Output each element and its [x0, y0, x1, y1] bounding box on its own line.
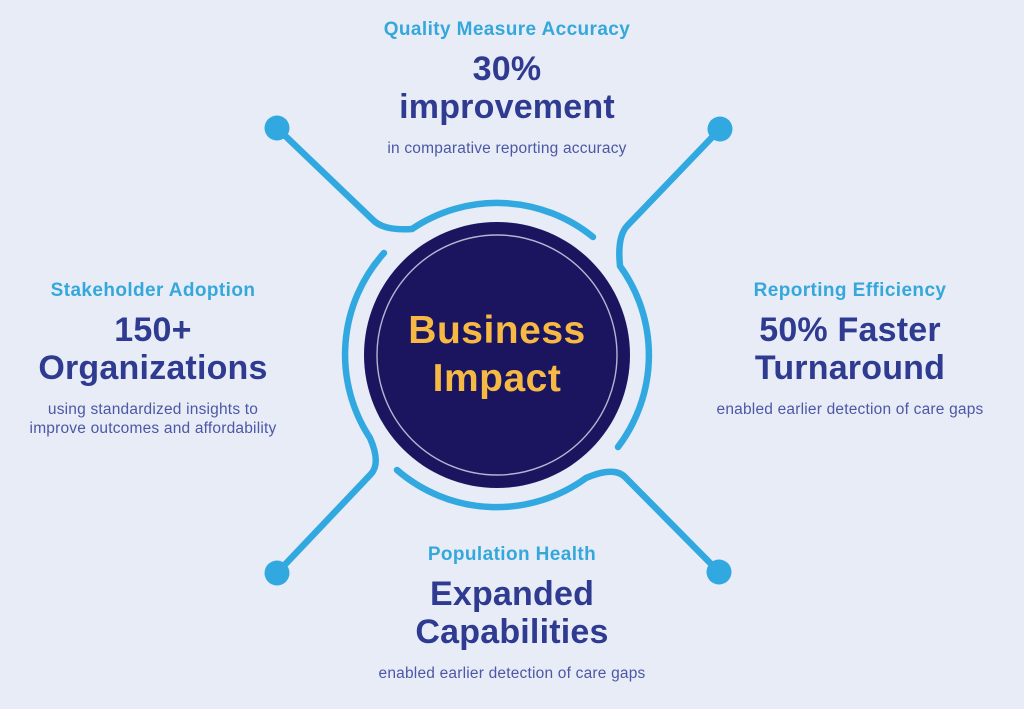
quadrant-population-health: Population Health Expanded Capabilities …: [312, 544, 712, 683]
connector-line-left: [273, 249, 388, 577]
quadrant-headline: Expanded Capabilities: [415, 575, 609, 652]
hub-circle: [364, 222, 630, 488]
quadrant-description: enabled earlier detection of care gaps: [378, 664, 646, 682]
connector-line-bottom: [393, 466, 723, 576]
quadrant-label: Stakeholder Adoption: [50, 280, 256, 301]
quadrant-description: enabled earlier detection of care gaps: [716, 400, 984, 418]
hub-title: Business Impact: [408, 309, 586, 400]
quadrant-description: in comparative reporting accuracy: [387, 139, 627, 157]
connector-dot-bottom-right: [706, 559, 732, 585]
quadrant-stakeholder-adoption: Stakeholder Adoption 150+ Organizations …: [0, 280, 306, 438]
hub-inner-ring: [376, 234, 618, 476]
quadrant-label: Population Health: [427, 544, 597, 565]
quadrant-quality-measure-accuracy: Quality Measure Accuracy 30% improvement…: [297, 19, 717, 158]
connector-line-top: [273, 124, 597, 241]
quadrant-label: Reporting Efficiency: [753, 280, 947, 301]
quadrant-reporting-efficiency: Reporting Efficiency 50% Faster Turnarou…: [693, 280, 1007, 419]
quadrant-label: Quality Measure Accuracy: [383, 19, 631, 40]
connector-dot-bottom-left: [264, 560, 290, 586]
quadrant-headline: 50% Faster Turnaround: [754, 311, 946, 388]
quadrant-description: using standardized insights to improve o…: [29, 400, 277, 438]
connector-line-right: [614, 125, 724, 451]
quadrant-headline: 150+ Organizations: [38, 311, 268, 388]
connector-dot-top-right: [707, 116, 733, 142]
connector-dot-top-left: [264, 115, 290, 141]
quadrant-headline: 30% improvement: [399, 50, 615, 127]
